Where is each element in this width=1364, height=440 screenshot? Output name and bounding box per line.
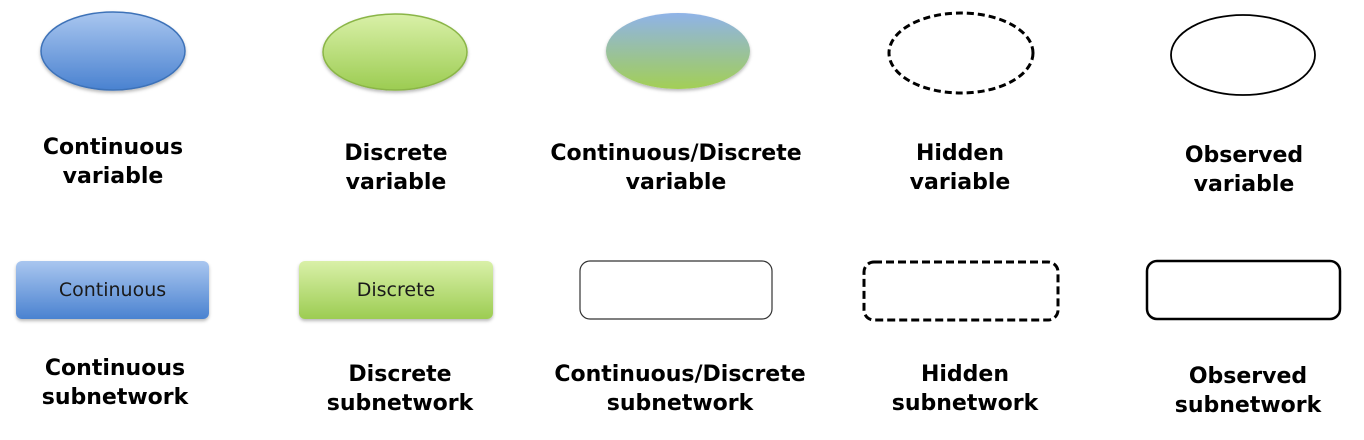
continuous-subnetwork-caption: Continuous subnetwork bbox=[41, 356, 189, 410]
hidden-variable-caption: Hidden variable bbox=[909, 141, 1011, 195]
discrete-subnetwork-box-label: Discrete bbox=[356, 279, 436, 301]
mixed-variable-node bbox=[606, 13, 750, 89]
continuous-variable-caption: Continuous variable bbox=[42, 135, 184, 189]
continuous-subnetwork-node bbox=[16, 261, 209, 319]
hidden-subnetwork-caption: Hidden subnetwork bbox=[891, 362, 1039, 416]
continuous-variable-node bbox=[40, 11, 186, 91]
observed-variable-node bbox=[1170, 14, 1316, 96]
observed-variable-caption: Observed variable bbox=[1184, 143, 1304, 197]
mixed-variable-caption: Continuous/Discrete variable bbox=[550, 141, 802, 195]
observed-subnetwork-caption: Observed subnetwork bbox=[1174, 364, 1322, 418]
mixed-subnetwork-node bbox=[579, 260, 773, 320]
mixed-subnetwork-caption: Continuous/Discrete subnetwork bbox=[554, 362, 806, 416]
hidden-variable-node bbox=[887, 11, 1035, 95]
discrete-subnetwork-node bbox=[299, 261, 493, 319]
observed-subnetwork-node bbox=[1145, 259, 1342, 321]
discrete-variable-caption: Discrete variable bbox=[344, 141, 448, 195]
discrete-subnetwork-caption: Discrete subnetwork bbox=[326, 362, 474, 416]
hidden-subnetwork-node bbox=[862, 260, 1060, 322]
continuous-subnetwork-box-label: Continuous bbox=[58, 279, 167, 301]
discrete-variable-node bbox=[322, 13, 468, 91]
